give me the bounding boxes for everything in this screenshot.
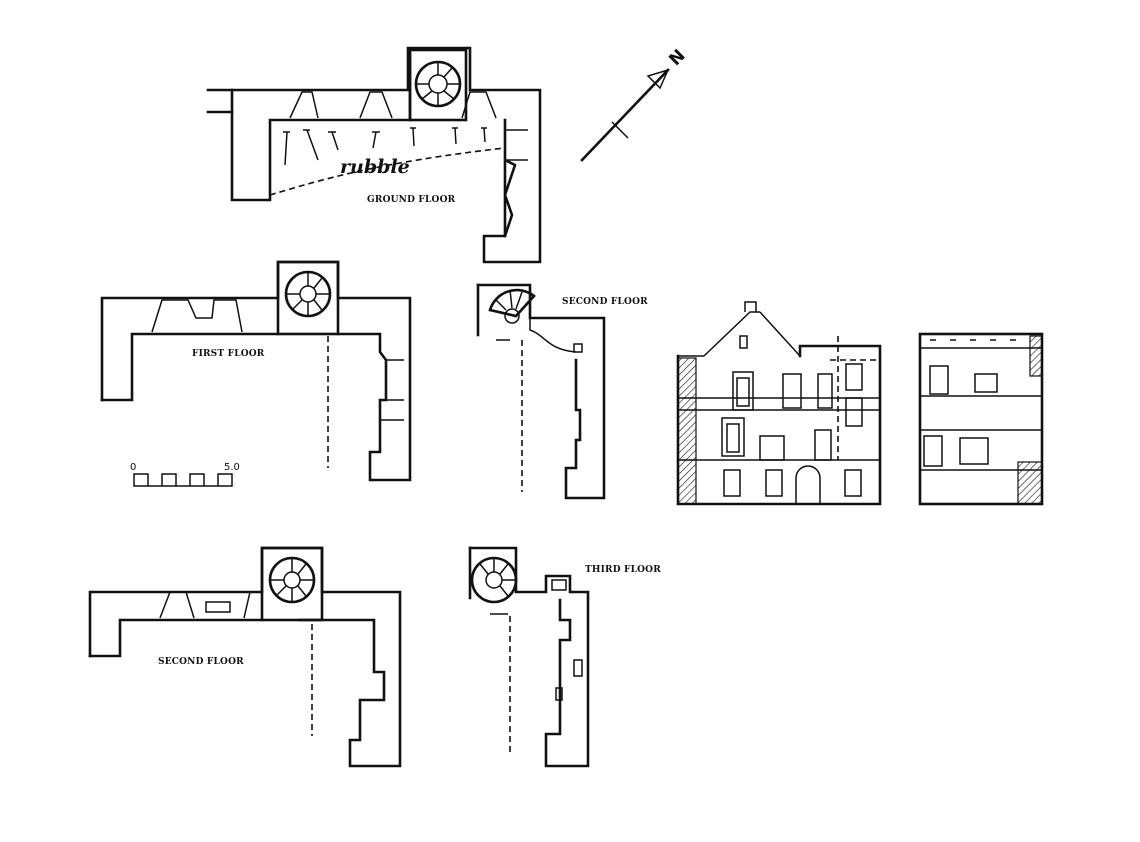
second-floor-plan-narrow: SECOND FLOOR <box>476 283 648 500</box>
north-label: N <box>665 46 689 70</box>
north-arrow: N <box>580 46 690 162</box>
first-floor-plan: FIRST FLOOR 0 5.0 <box>100 260 412 487</box>
rubble-label: rubble <box>340 156 410 178</box>
third-floor-label: THIRD FLOOR <box>585 565 661 575</box>
spiral-stair-icon <box>414 60 462 108</box>
wall-section-hatch <box>1029 335 1043 377</box>
spiral-stair-icon <box>488 288 536 324</box>
section-elevation <box>918 332 1044 506</box>
first-floor-label: FIRST FLOOR <box>192 349 265 359</box>
third-floor-plan: THIRD FLOOR <box>468 546 661 768</box>
second-floor-label-lower: SECOND FLOOR <box>158 657 244 667</box>
wall-section-hatch <box>677 357 697 505</box>
front-elevation <box>676 301 882 506</box>
second-floor-plan: SECOND FLOOR <box>88 546 402 768</box>
wall-section-hatch <box>1017 461 1043 505</box>
ground-floor-plan: rubble GROUND FLOOR <box>206 46 542 264</box>
spiral-stair-icon <box>470 556 518 604</box>
scale-end-label: 5.0 <box>224 462 240 473</box>
spiral-stair-icon <box>284 270 332 318</box>
ground-floor-label: GROUND FLOOR <box>367 195 456 205</box>
scale-bar: 0 5.0 <box>130 462 240 487</box>
spiral-stair-icon <box>268 556 316 604</box>
second-floor-label-right: SECOND FLOOR <box>562 297 648 307</box>
scale-start-label: 0 <box>130 462 136 473</box>
